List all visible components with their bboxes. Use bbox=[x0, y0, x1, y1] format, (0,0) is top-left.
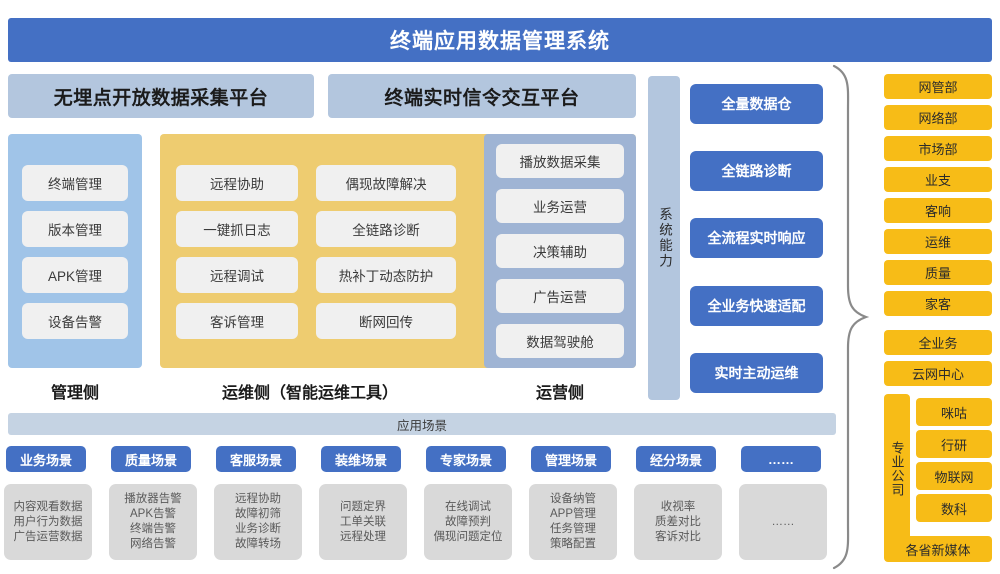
scenario-detail-line: 内容观看数据 bbox=[13, 500, 83, 513]
scenario-detail-line: 工单关联 bbox=[340, 515, 386, 528]
dept-zhiliang[interactable]: 质量 bbox=[884, 260, 992, 285]
scenario-card-install: 问题定界工单关联远程处理 bbox=[319, 484, 407, 560]
scenario-tab-management[interactable]: 管理场景 bbox=[531, 446, 611, 472]
column-label-business: 运营侧 bbox=[535, 385, 584, 402]
scenario-tab-expert[interactable]: 专家场景 bbox=[426, 446, 506, 472]
chip-play-data-collect[interactable]: 播放数据采集 bbox=[496, 144, 624, 178]
dept-shuke[interactable]: 数科 bbox=[916, 494, 992, 522]
chip-offline-upload[interactable]: 断网回传 bbox=[316, 303, 456, 339]
chip-onekey-log[interactable]: 一键抓日志 bbox=[176, 211, 298, 247]
capability-realtime-response[interactable]: 全流程实时响应 bbox=[690, 218, 823, 258]
platform-header-collection: 无埋点开放数据采集平台 bbox=[8, 74, 314, 118]
chip-ad-operation[interactable]: 广告运营 bbox=[496, 279, 624, 313]
scenario-detail-line: 故障预判 bbox=[445, 515, 491, 528]
chip-fullchain-diagnose[interactable]: 全链路诊断 bbox=[316, 211, 456, 247]
chip-version-management[interactable]: 版本管理 bbox=[22, 211, 128, 247]
scenario-detail-line: 播放器告警 bbox=[124, 493, 182, 505]
scenario-band-label: 应用场景 bbox=[8, 413, 836, 435]
scenario-tab-install[interactable]: 装维场景 bbox=[321, 446, 401, 472]
dept-quanyewu[interactable]: 全业务 bbox=[884, 330, 992, 355]
scenario-detail-line: 偶现问题定位 bbox=[433, 530, 503, 543]
dept-yezhi[interactable]: 业支 bbox=[884, 167, 992, 192]
system-ability-strip: 系统能力 bbox=[648, 76, 680, 400]
scenario-card-expert: 在线调试故障预判偶现问题定位 bbox=[424, 484, 512, 560]
scenario-detail-line: 设备纳管 bbox=[550, 493, 596, 505]
capability-fullchain-diagnose[interactable]: 全链路诊断 bbox=[690, 151, 823, 191]
chip-apk-management[interactable]: APK管理 bbox=[22, 257, 128, 293]
chip-hotpatch-protection[interactable]: 热补丁动态防护 bbox=[316, 257, 456, 293]
scenario-card-management: 设备纳管 APP管理任务管理策略配置 bbox=[529, 484, 617, 560]
chip-complaint-management[interactable]: 客诉管理 bbox=[176, 303, 298, 339]
scenario-detail-line: …… bbox=[771, 515, 795, 528]
scenario-detail-line: 业务诊断 bbox=[235, 523, 281, 535]
scenario-detail-line: 在线调试 bbox=[445, 500, 491, 513]
scenario-detail-line: 终端告警 bbox=[130, 523, 176, 535]
dept-yunwei[interactable]: 运维 bbox=[884, 229, 992, 254]
scenario-detail-line: 问题定界 bbox=[340, 500, 386, 513]
column-label-management: 管理侧 bbox=[50, 385, 99, 402]
dept-wangguanbu[interactable]: 网管部 bbox=[884, 74, 992, 99]
scenario-tab-analysis[interactable]: 经分场景 bbox=[636, 446, 716, 472]
chip-decision-support[interactable]: 决策辅助 bbox=[496, 234, 624, 268]
scenario-detail-line: 远程协助 bbox=[235, 493, 281, 505]
column-label-operations: 运维侧（智能运维工具） bbox=[221, 385, 398, 402]
dept-provincial-new-media[interactable]: 各省新媒体 bbox=[884, 536, 992, 562]
scenario-detail-line: 策略配置 bbox=[550, 538, 596, 550]
dept-hangyan[interactable]: 行研 bbox=[916, 430, 992, 458]
scenario-detail-line: 任务管理 bbox=[550, 523, 596, 535]
chip-business-operation[interactable]: 业务运营 bbox=[496, 189, 624, 223]
scenario-card-more: …… bbox=[739, 484, 827, 560]
capability-fast-adaptation[interactable]: 全业务快速适配 bbox=[690, 286, 823, 326]
scenario-tab-quality[interactable]: 质量场景 bbox=[111, 446, 191, 472]
scenario-card-service: 远程协助故障初筛业务诊断故障转场 bbox=[214, 484, 302, 560]
scenario-detail-line: 网络告警 bbox=[130, 538, 176, 550]
capability-active-maintenance[interactable]: 实时主动运维 bbox=[690, 353, 823, 393]
scenario-detail-line: 用户行为数据 bbox=[13, 515, 83, 528]
dept-group-professional-company: 专业公司 bbox=[884, 394, 910, 544]
chip-device-alarm[interactable]: 设备告警 bbox=[22, 303, 128, 339]
chip-terminal-management[interactable]: 终端管理 bbox=[22, 165, 128, 201]
dept-migu[interactable]: 咪咕 bbox=[916, 398, 992, 426]
scenario-card-analysis: 收视率质差对比客诉对比 bbox=[634, 484, 722, 560]
scenario-detail-line: 广告运营数据 bbox=[13, 530, 83, 543]
scenario-detail-line: 故障转场 bbox=[235, 538, 281, 550]
chip-data-cockpit[interactable]: 数据驾驶舱 bbox=[496, 324, 624, 358]
chip-remote-debug[interactable]: 远程调试 bbox=[176, 257, 298, 293]
scenario-card-quality: 播放器告警 APK告警终端告警网络告警 bbox=[109, 484, 197, 560]
scenario-detail-line: 收视率 bbox=[660, 500, 696, 513]
dept-kexiang[interactable]: 客响 bbox=[884, 198, 992, 223]
curly-brace-icon bbox=[832, 64, 870, 570]
scenario-detail-line: APP管理 bbox=[549, 508, 596, 520]
capability-full-data-warehouse[interactable]: 全量数据仓 bbox=[690, 84, 823, 124]
scenario-card-business: 内容观看数据用户行为数据广告运营数据 bbox=[4, 484, 92, 560]
scenario-detail-line: 质差对比 bbox=[655, 515, 701, 528]
page-title: 终端应用数据管理系统 bbox=[8, 18, 992, 62]
dept-yunwang-center[interactable]: 云网中心 bbox=[884, 361, 992, 386]
scenario-detail-line: APK告警 bbox=[129, 508, 176, 520]
scenario-tab-business[interactable]: 业务场景 bbox=[6, 446, 86, 472]
scenario-detail-line: 故障初筛 bbox=[235, 508, 281, 520]
scenario-detail-line: 远程处理 bbox=[340, 530, 386, 543]
chip-intermittent-fault[interactable]: 偶现故障解决 bbox=[316, 165, 456, 201]
scenario-detail-line: 客诉对比 bbox=[655, 530, 701, 543]
scenario-tab-service[interactable]: 客服场景 bbox=[216, 446, 296, 472]
dept-wangluobu[interactable]: 网络部 bbox=[884, 105, 992, 130]
dept-iot[interactable]: 物联网 bbox=[916, 462, 992, 490]
dept-shichangbu[interactable]: 市场部 bbox=[884, 136, 992, 161]
platform-header-signaling: 终端实时信令交互平台 bbox=[328, 74, 636, 118]
chip-remote-assist[interactable]: 远程协助 bbox=[176, 165, 298, 201]
scenario-tab-more[interactable]: …… bbox=[741, 446, 821, 472]
dept-jiake[interactable]: 家客 bbox=[884, 291, 992, 316]
